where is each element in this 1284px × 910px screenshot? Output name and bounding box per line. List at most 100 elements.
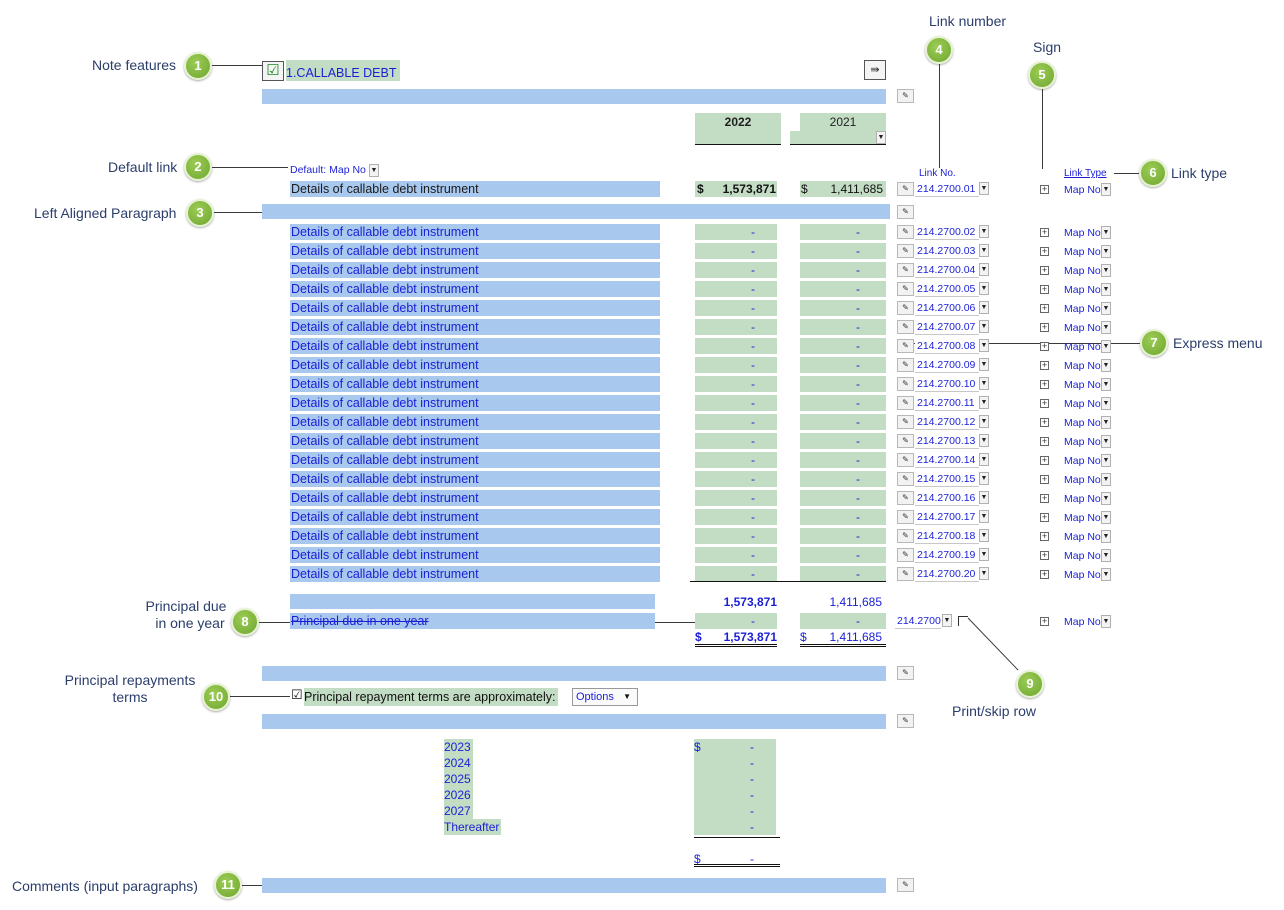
principal-due-link-field[interactable]: 214.2700: [895, 614, 941, 629]
sign-toggle[interactable]: +: [1040, 227, 1049, 237]
detail-row-prior-cell[interactable]: [800, 509, 886, 525]
sign-toggle[interactable]: +: [1040, 455, 1049, 465]
principal-due-link-type-dropdown-icon[interactable]: ▼: [1101, 615, 1111, 628]
detail-row-label[interactable]: Details of callable debt instrument: [290, 262, 660, 278]
link-dropdown-icon[interactable]: ▼: [979, 339, 989, 352]
link-type-select[interactable]: Map No: [1064, 341, 1101, 353]
express-menu-icon[interactable]: ✎: [897, 263, 914, 277]
sign-toggle[interactable]: +: [1040, 265, 1049, 275]
first-row-current-cell[interactable]: [695, 181, 777, 197]
link-type-dropdown-icon[interactable]: ▼: [1101, 511, 1111, 524]
default-link-dropdown-icon[interactable]: ▼: [369, 164, 379, 177]
detail-row-prior-cell[interactable]: [800, 243, 886, 259]
link-dropdown-icon[interactable]: ▼: [979, 415, 989, 428]
express-menu-icon[interactable]: ✎: [897, 282, 914, 296]
link-number-field[interactable]: 214.2700.07: [915, 320, 979, 335]
link-type-dropdown-icon[interactable]: ▼: [1101, 378, 1111, 391]
detail-row-prior-cell[interactable]: [800, 433, 886, 449]
link-type-select[interactable]: Map No: [1064, 455, 1101, 467]
principal-due-prior-cell[interactable]: [800, 613, 886, 629]
detail-row-label[interactable]: Details of callable debt instrument: [290, 433, 660, 449]
detail-row-label[interactable]: Details of callable debt instrument: [290, 547, 660, 563]
detail-row-prior-cell[interactable]: [800, 452, 886, 468]
repayment-terms-checkbox[interactable]: ☑: [291, 687, 303, 702]
link-number-field[interactable]: 214.2700.18: [915, 529, 979, 544]
repayment-year-value[interactable]: -: [750, 788, 754, 802]
link-dropdown-icon[interactable]: ▼: [979, 263, 989, 276]
express-menu-icon[interactable]: ✎: [897, 377, 914, 391]
link-dropdown-icon[interactable]: ▼: [979, 453, 989, 466]
principal-due-sign-toggle[interactable]: +: [1040, 616, 1049, 626]
link-type-dropdown-icon[interactable]: ▼: [1101, 321, 1111, 334]
detail-row-prior-cell[interactable]: [800, 414, 886, 430]
detail-row-current-cell[interactable]: [695, 566, 777, 582]
link-type-select[interactable]: Map No: [1064, 512, 1101, 524]
detail-row-current-cell[interactable]: [695, 414, 777, 430]
detail-row-label[interactable]: Details of callable debt instrument: [290, 490, 660, 506]
detail-row-label[interactable]: Details of callable debt instrument: [290, 281, 660, 297]
detail-row-prior-cell[interactable]: [800, 376, 886, 392]
sign-toggle[interactable]: +: [1040, 341, 1049, 351]
detail-row-label[interactable]: Details of callable debt instrument: [290, 452, 660, 468]
sign-toggle[interactable]: +: [1040, 303, 1049, 313]
detail-row-label[interactable]: Details of callable debt instrument: [290, 395, 660, 411]
link-type-select[interactable]: Map No: [1064, 265, 1101, 277]
link-type-select[interactable]: Map No: [1064, 303, 1101, 315]
subtotal-label-bar[interactable]: [290, 594, 655, 609]
link-type-dropdown-icon[interactable]: ▼: [1101, 226, 1111, 239]
link-number-field[interactable]: 214.2700.02: [915, 225, 979, 240]
link-type-dropdown-icon[interactable]: ▼: [1101, 397, 1111, 410]
link-type-dropdown-icon[interactable]: ▼: [1101, 359, 1111, 372]
detail-row-label[interactable]: Details of callable debt instrument: [290, 319, 660, 335]
link-dropdown-icon[interactable]: ▼: [979, 182, 989, 195]
repayment-year-value[interactable]: -: [750, 804, 754, 818]
link-type-select[interactable]: Map No: [1064, 531, 1101, 543]
express-menu-icon[interactable]: ✎: [897, 567, 914, 581]
sign-toggle[interactable]: +: [1040, 379, 1049, 389]
detail-row-current-cell[interactable]: [695, 490, 777, 506]
link-dropdown-icon[interactable]: ▼: [979, 548, 989, 561]
detail-row-current-cell[interactable]: [695, 338, 777, 354]
express-menu-icon[interactable]: ✎: [897, 89, 914, 103]
link-number-field[interactable]: 214.2700.03: [915, 244, 979, 259]
detail-row-label[interactable]: Details of callable debt instrument: [290, 357, 660, 373]
link-type-select[interactable]: Map No: [1064, 360, 1101, 372]
express-menu-icon[interactable]: ✎: [897, 225, 914, 239]
detail-row-prior-cell[interactable]: [800, 357, 886, 373]
link-number-field[interactable]: 214.2700.06: [915, 301, 979, 316]
link-dropdown-icon[interactable]: ▼: [979, 567, 989, 580]
link-dropdown-icon[interactable]: ▼: [979, 472, 989, 485]
link-number-field[interactable]: 214.2700.13: [915, 434, 979, 449]
link-type-select[interactable]: Map No: [1064, 436, 1101, 448]
express-menu-icon[interactable]: ✎: [897, 453, 914, 467]
express-menu-icon[interactable]: ✎: [897, 714, 914, 728]
sign-toggle[interactable]: +: [1040, 417, 1049, 427]
link-type-dropdown-icon[interactable]: ▼: [1101, 492, 1111, 505]
sign-toggle[interactable]: +: [1040, 398, 1049, 408]
express-menu-icon[interactable]: ✎: [897, 434, 914, 448]
express-menu-icon[interactable]: ✎: [897, 358, 914, 372]
detail-row-prior-cell[interactable]: [800, 528, 886, 544]
principal-due-link-type-select[interactable]: Map No: [1064, 616, 1101, 628]
link-number-field[interactable]: 214.2700.05: [915, 282, 979, 297]
link-type-dropdown-icon[interactable]: ▼: [1101, 245, 1111, 258]
detail-row-current-cell[interactable]: [695, 433, 777, 449]
express-menu-icon[interactable]: ✎: [897, 320, 914, 334]
express-menu-icon[interactable]: ✎: [897, 529, 914, 543]
link-number-field[interactable]: 214.2700.14: [915, 453, 979, 468]
principal-due-current-cell[interactable]: [695, 613, 777, 629]
repayment-subheading-paragraph[interactable]: [262, 714, 886, 729]
print-skip-row-toggle[interactable]: [958, 616, 968, 626]
repayment-heading-paragraph[interactable]: [262, 666, 886, 681]
link-type-dropdown-icon[interactable]: ▼: [1101, 454, 1111, 467]
express-menu-icon[interactable]: ✎: [897, 548, 914, 562]
detail-row-prior-cell[interactable]: [800, 395, 886, 411]
link-type-dropdown-icon[interactable]: ▼: [1101, 264, 1111, 277]
repayment-options-select[interactable]: Options ▼: [572, 688, 638, 706]
link-dropdown-icon[interactable]: ▼: [979, 377, 989, 390]
link-type-select[interactable]: Map No: [1064, 184, 1101, 196]
link-number-field[interactable]: 214.2700.20: [915, 567, 979, 582]
left-aligned-paragraph[interactable]: [262, 204, 890, 219]
link-type-select[interactable]: Map No: [1064, 569, 1101, 581]
link-dropdown-icon[interactable]: ▼: [979, 491, 989, 504]
